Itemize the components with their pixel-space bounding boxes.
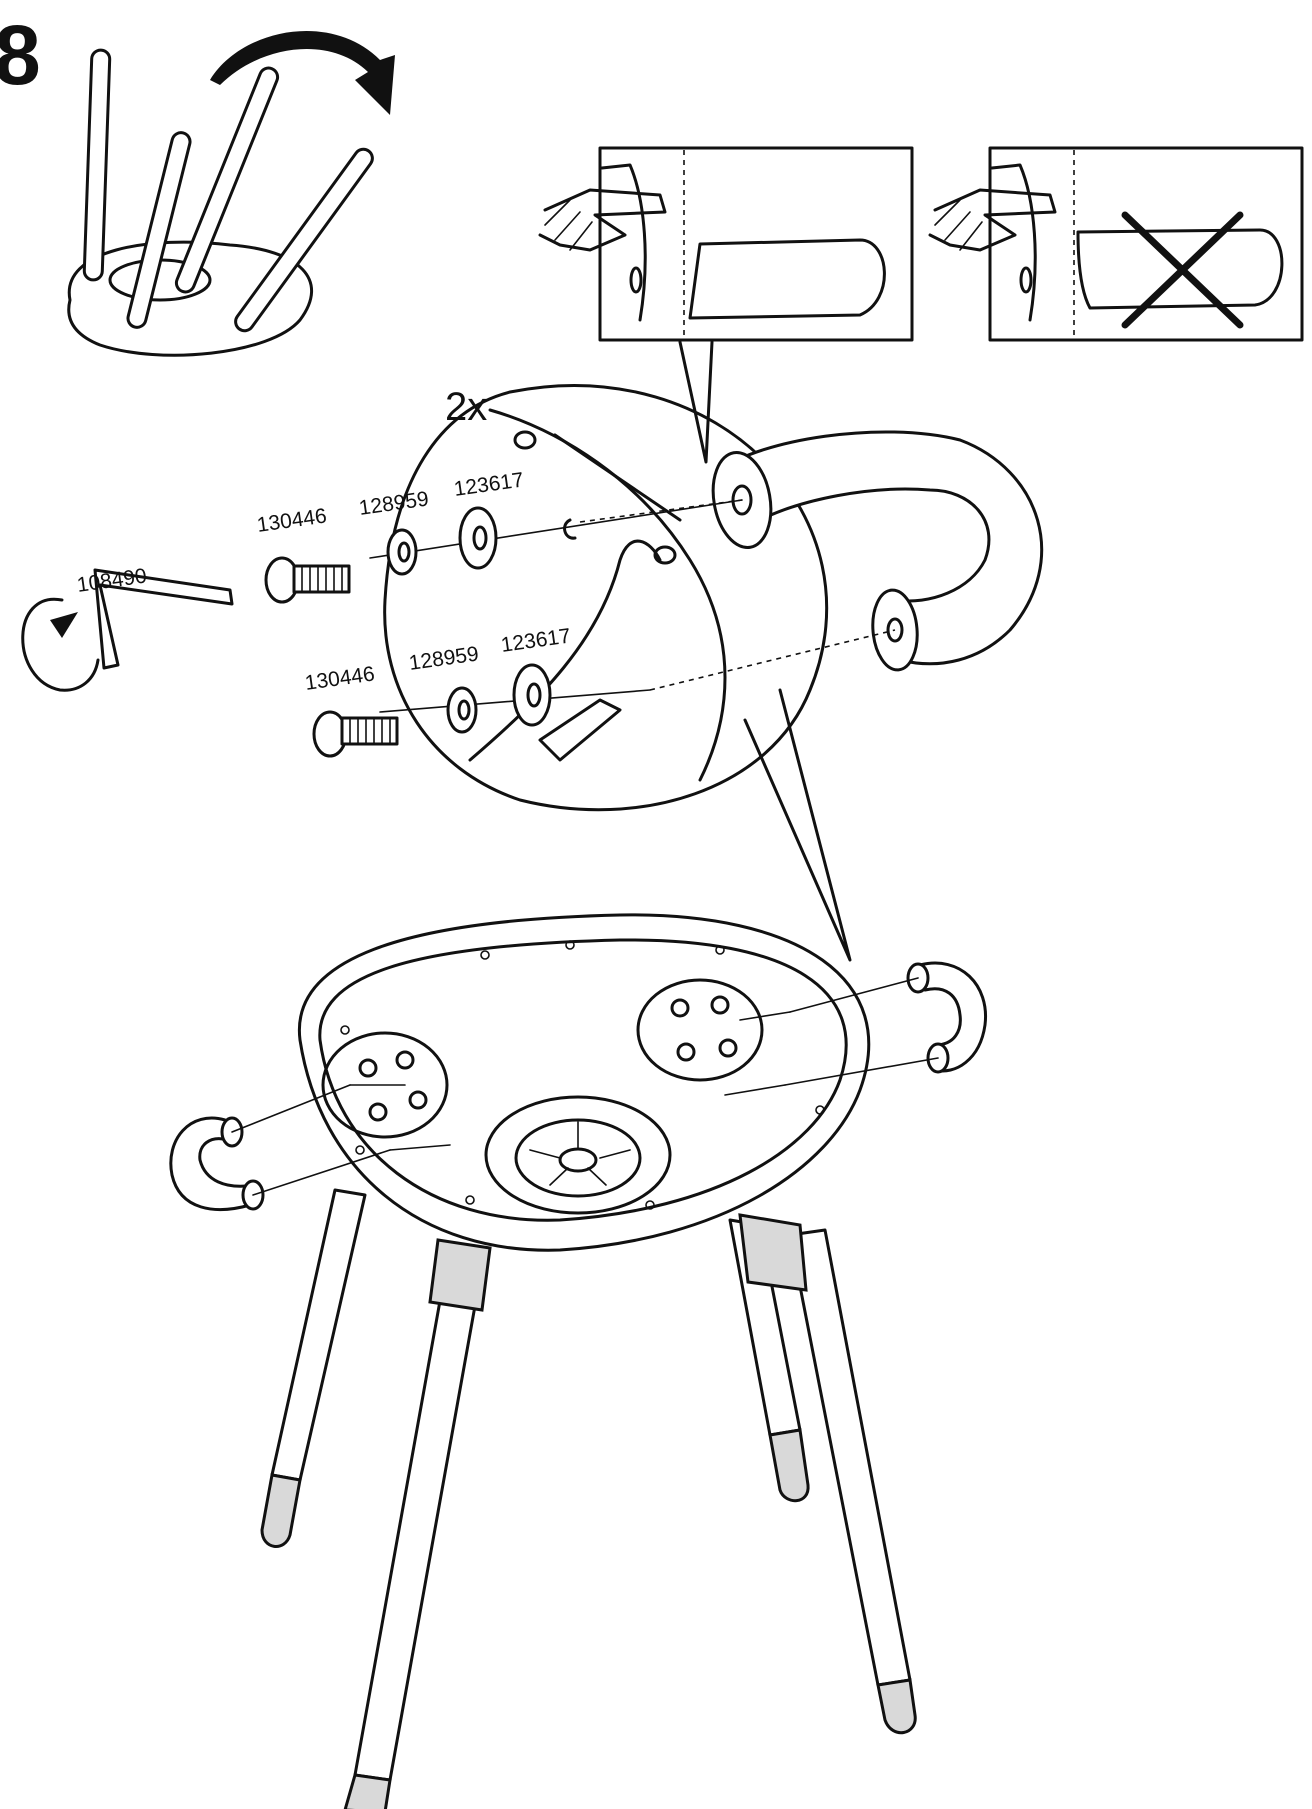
- part-label-washer-bottom: 123617: [499, 624, 572, 657]
- armrest-left: [169, 1116, 265, 1212]
- allen-key-tool: [21, 568, 234, 692]
- flip-arrow-icon: [210, 31, 395, 115]
- hint-panel-correct: [538, 146, 914, 342]
- quantity-label: 2x: [445, 385, 487, 429]
- armrest-right: [906, 961, 988, 1074]
- spring-washer: [446, 686, 478, 734]
- center-hub: [484, 1095, 672, 1215]
- washer: [458, 506, 498, 570]
- finger-icon: [928, 188, 1057, 252]
- spring-washer: [386, 528, 418, 576]
- washer: [512, 663, 552, 727]
- finger-icon: [538, 188, 667, 252]
- flip-stool-thumbnail: [67, 31, 395, 357]
- mounting-plate-right: [636, 978, 764, 1082]
- stool-legs: [260, 1188, 917, 1809]
- mounting-plate-left: [321, 1031, 449, 1139]
- part-label-bolt-top: 130446: [255, 504, 328, 537]
- stool-main: [260, 913, 917, 1809]
- bolt: [264, 556, 351, 604]
- rim-holes: [340, 940, 825, 1210]
- part-label-spring-washer-top: 128959: [357, 487, 430, 520]
- hardware-row-top: [264, 506, 577, 604]
- part-label-allen-key: 108490: [75, 564, 148, 597]
- hardware-row-bottom: [312, 663, 552, 758]
- bolt: [312, 710, 399, 758]
- rotate-arrow-icon: [21, 597, 100, 692]
- hint-panel-incorrect: [928, 146, 1304, 342]
- step-number: 8: [0, 8, 41, 102]
- part-label-bolt-bottom: 130446: [303, 662, 376, 695]
- part-label-washer-top: 123617: [452, 468, 525, 501]
- wrong-cross-icon: [1121, 211, 1244, 329]
- panel-callout-pointer: [678, 340, 714, 464]
- part-label-spring-washer-bottom: 128959: [407, 642, 480, 675]
